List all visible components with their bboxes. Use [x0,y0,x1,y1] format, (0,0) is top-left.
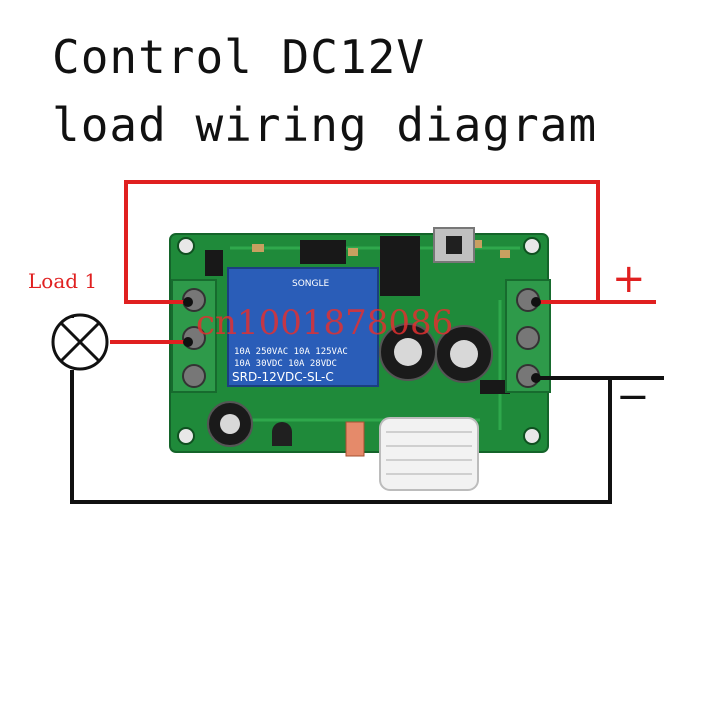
minus-sign: − [616,374,650,420]
antenna-icon [379,417,479,491]
relay-icon: SONGLE 10A 250VAC 10A 125VAC 10A 30VDC 1… [227,267,379,387]
load-label: Load 1 [28,269,97,293]
title-line-2: load wiring diagram [52,98,598,152]
relay-brand: SONGLE [292,279,330,289]
title-line-1: Control DC12V [52,30,426,84]
junction-dot [531,373,541,383]
capacitor-icon [207,323,493,447]
plus-sign: + [612,256,646,302]
wire-positive [110,180,656,344]
relay-rating-2: 10A 30VDC 10A 28VDC [234,359,337,369]
button-icon [433,227,475,263]
junction-dot [183,337,193,347]
relay-rating-1: 10A 250VAC 10A 125VAC [234,347,348,357]
transistor [272,421,365,457]
terminal-block-right [505,279,551,393]
junction-dot [183,297,193,307]
terminal-block-left [171,279,217,393]
watermark: cn1001878086 [196,303,453,343]
junction-dot [531,297,541,307]
lamp-icon [51,313,109,371]
relay-model: SRD-12VDC-SL-C [232,370,334,384]
